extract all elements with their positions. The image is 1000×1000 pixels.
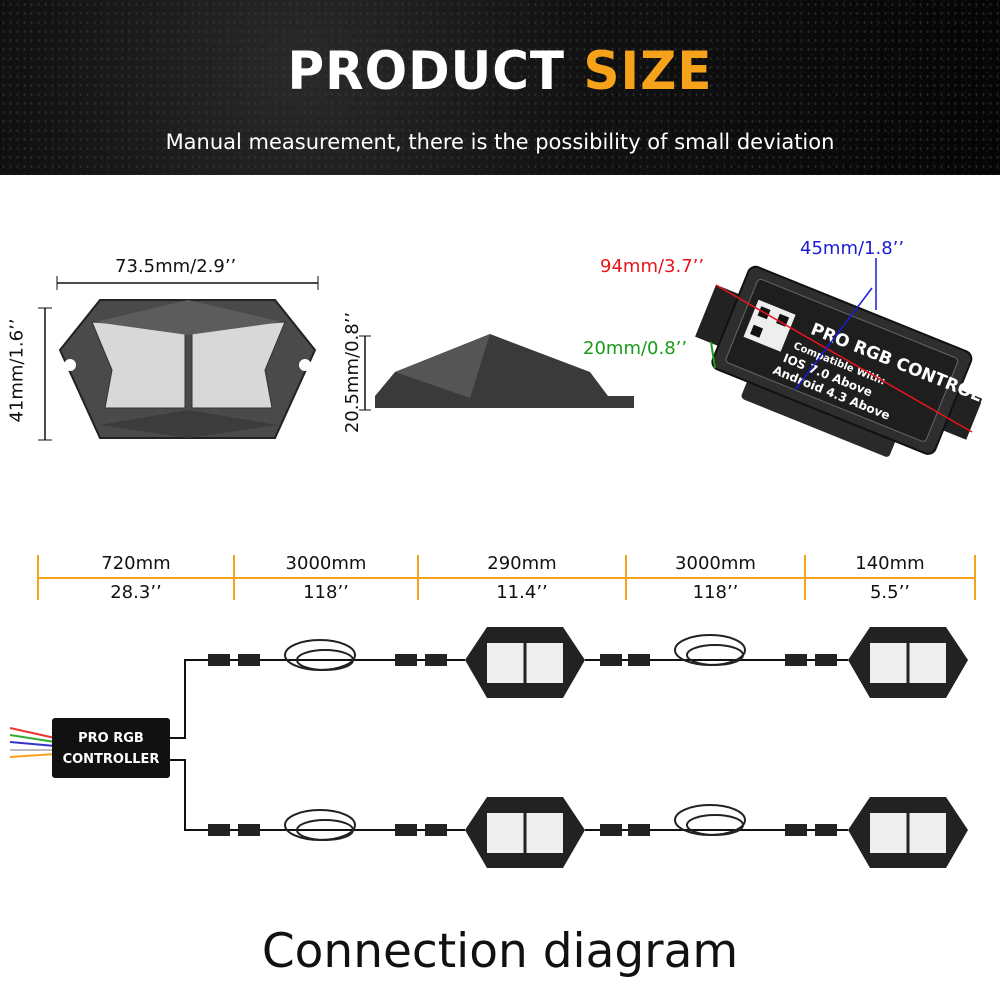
segment-3-inch: 11.4’’ [496,582,548,603]
header-banner: PRODUCT SIZE Manual measurement, there i… [0,0,1000,175]
segment-2-mm: 3000mm [285,553,367,574]
dimension-bar [37,555,976,600]
segment-1-mm: 720mm [101,553,171,574]
segment-5-mm: 140mm [855,553,925,574]
rock-light-height-label: 41mm/1.6’’ [6,318,28,423]
controller-length-label: 94mm/3.7’’ [600,256,705,277]
segment-2-inch: 118’’ [303,582,349,603]
connection-diagram-caption: Connection diagram [261,924,739,979]
diagram-lights [465,627,968,868]
rock-light-width-label: 73.5mm/2.9’’ [115,256,237,277]
controller-photo: PRO RGB CONTROLLER Compatible With: IOS … [695,265,1000,457]
rock-light-side [359,334,634,411]
title-accent: SIZE [583,40,713,102]
segment-1-inch: 28.3’’ [110,582,162,603]
segment-4-mm: 3000mm [675,553,756,574]
page-title: PRODUCT SIZE [0,41,1000,102]
diagram-controller: PRO RGB CONTROLLER [52,718,170,778]
controller-height-label: 20mm/0.8’’ [583,338,688,359]
controller-length-arrow [715,284,973,433]
rock-light-depth-label: 20.5mm/0.8’’ [342,311,364,434]
title-main: PRODUCT [287,40,566,102]
diagram-controller-line1: PRO RGB [78,731,144,746]
controller-width-arrow [794,287,873,391]
cable-coils [284,634,746,841]
rock-light-front [38,276,319,441]
segment-5-inch: 5.5’’ [869,582,911,603]
connectors [208,654,837,836]
segment-4-inch: 118’’ [692,582,739,603]
diagram-controller-line2: CONTROLLER [63,752,160,767]
controller-height-arrow [710,341,716,369]
subtitle: Manual measurement, there is the possibi… [165,130,835,154]
controller-width-label: 45mm/1.8’’ [800,238,905,259]
segment-3-mm: 290mm [487,553,557,574]
